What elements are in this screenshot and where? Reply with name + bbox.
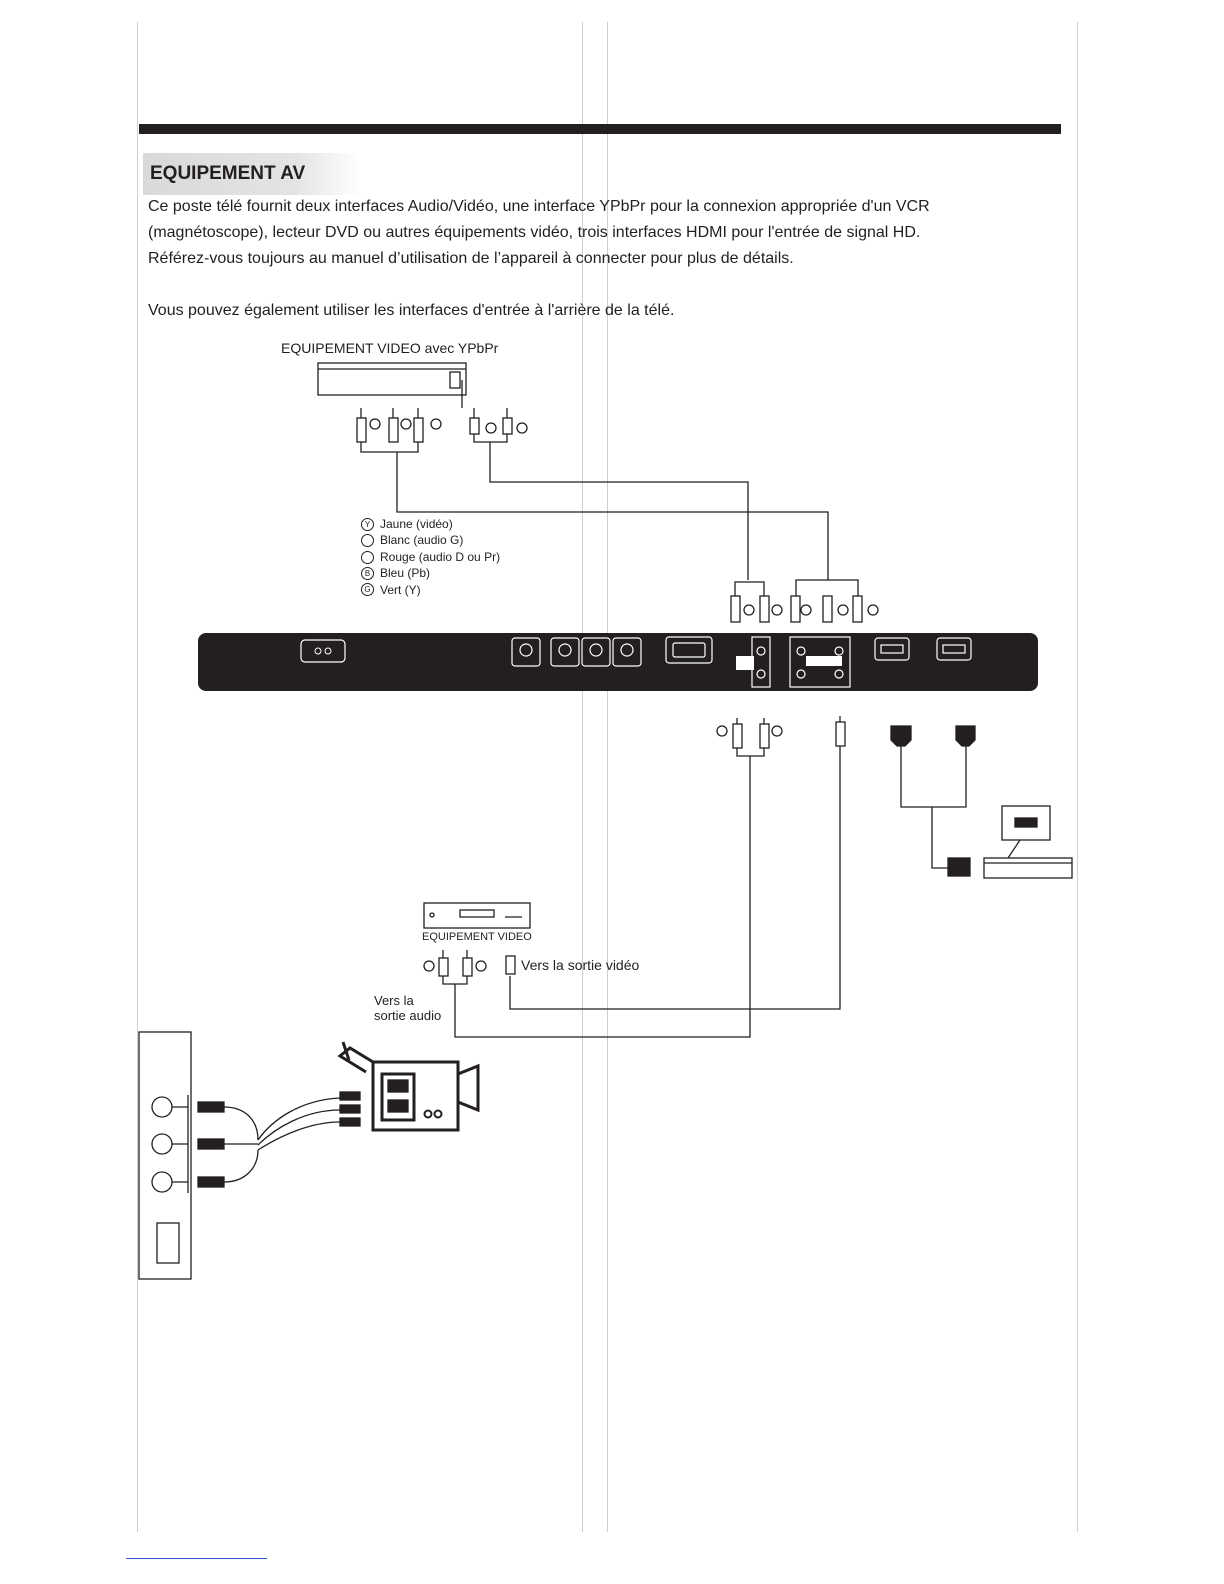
legend-text: Vert (Y) [380, 582, 421, 597]
legend-text: Bleu (Pb) [380, 566, 431, 581]
to-video-output-label: Vers la sortie vidéo [521, 957, 640, 973]
side-av-panel-icon [138, 1031, 192, 1280]
ypbpr-device-icon [317, 362, 467, 408]
legend-symbol-g: G [361, 583, 374, 597]
audio-plugs-top-icon [469, 408, 528, 458]
color-legend: Y Jaune (vidéo) Blanc (audio G) Rouge (au… [361, 516, 500, 598]
video-plug-bottom-icon [835, 716, 846, 747]
legend-symbol-b: B [361, 566, 374, 580]
tv-rear-panel-icon [198, 633, 1038, 691]
av-device-label: EQUIPEMENT VIDEO [422, 931, 532, 943]
audio-cable-bottom [454, 756, 751, 1038]
guide-line-center-a [582, 22, 583, 1532]
intro-line-4: Vous pouvez également utiliser les inter… [148, 302, 675, 319]
legend-text: Rouge (audio D ou Pr) [380, 549, 501, 564]
legend-text: Blanc (audio G) [380, 533, 464, 548]
section-title: EQUIPEMENT AV [143, 153, 361, 195]
guide-line-left [137, 22, 138, 1532]
component-cable [396, 460, 829, 580]
audio-plugs-bottom-icon [716, 718, 783, 757]
ypbpr-device-label: EQUIPEMENT VIDEO avec YPbPr [281, 340, 499, 356]
audio-cable-top [489, 458, 749, 580]
to-audio-output-label-1: Vers la [374, 993, 414, 1008]
legend-item-yellow: Y Jaune (vidéo) [361, 516, 500, 532]
legend-item-green: G Vert (Y) [361, 582, 500, 598]
guide-line-center-b [607, 22, 608, 1532]
hdmi-plugs-icon [890, 725, 976, 877]
legend-symbol-white [361, 534, 374, 548]
intro-line-2: (magnétoscope), lecteur DVD ou autres éq… [148, 224, 921, 241]
footer-link-line [126, 1558, 267, 1559]
guide-line-right [1077, 22, 1078, 1532]
intro-line-3: Référez-vous toujours au manuel d’utilis… [148, 250, 794, 267]
legend-symbol-red [361, 550, 374, 564]
video-cable-bottom [509, 746, 841, 1010]
audio-plugs-panel-icon [730, 581, 783, 623]
side-plugs-icon [197, 1097, 341, 1188]
hdmi-device-icon [983, 805, 1073, 879]
legend-symbol-y: Y [361, 517, 374, 531]
to-audio-output-label-2: sortie audio [374, 1008, 442, 1023]
legend-text: Jaune (vidéo) [380, 517, 453, 531]
intro-line-1: Ce poste télé fournit deux interfaces Au… [148, 198, 930, 215]
header-bar [139, 124, 1061, 134]
av-device-plugs-icon [423, 950, 516, 988]
legend-item-red: Rouge (audio D ou Pr) [361, 549, 500, 565]
component-plugs-panel-icon [790, 579, 879, 623]
legend-item-white: Blanc (audio G) [361, 532, 500, 548]
camcorder-icon [337, 1041, 480, 1132]
component-plugs-icon [356, 408, 442, 460]
av-device-icon [423, 902, 531, 929]
legend-item-blue: B Bleu (Pb) [361, 565, 500, 581]
